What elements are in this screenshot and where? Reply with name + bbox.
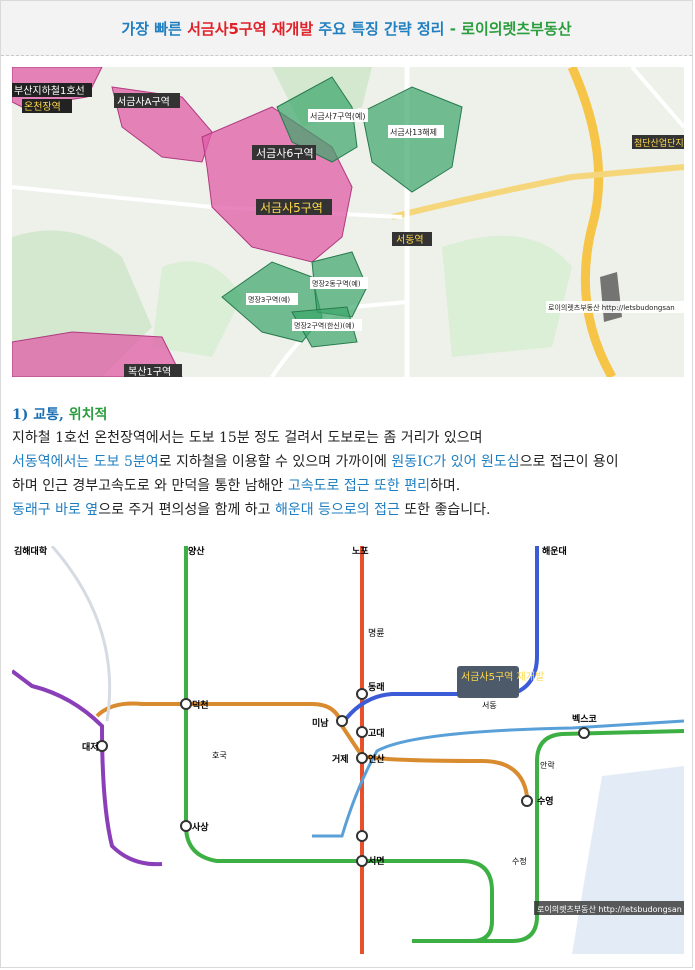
label-oncheonjang: 온천장역 [22,99,72,113]
label-myeongjang-3: 명장3구역(예) [246,293,298,305]
text-span: 으로 주거 편의성을 함께 하고 [98,502,271,518]
label-seogeumsa-13: 서금사13해제 [388,125,444,138]
map2-watermark: 로이의렛츠부동산 http://letsbudongsan [534,901,684,915]
station-daejeo: 대저 [82,741,99,753]
label-seogeumsa-7: 서금사7구역(예) [308,109,368,122]
heading-number: 1) 교통, [12,407,64,423]
highlight-haeundae: 해운대 등으로의 접근 [275,502,400,518]
svg-text:복산1구역: 복산1구역 [128,366,171,377]
station-suyeong: 수영 [537,795,554,807]
station-sujeong: 수정 [512,856,527,866]
station-anrak: 안락 [540,760,555,770]
station-hoguk: 호국 [212,751,227,760]
title-part-1: 가장 빠른 [121,19,182,38]
text-span: 하며. [430,478,461,494]
station-dongnae: 동래 [368,681,385,693]
station-seomyeon: 서면 [368,855,385,867]
station-sasang: 사상 [192,821,209,833]
svg-text:첨단산업단지: 첨단산업단지 [634,138,684,149]
highlight-highway: 고속도로 접근 또한 편리 [287,478,431,494]
paragraph-line-4: 동래구 바로 옆으로 주거 편의성을 함께 하고 해운대 등으로의 접근 또한 … [12,498,688,522]
station-myeongnyun: 명륜 [368,628,385,639]
svg-text:서금사A구역: 서금사A구역 [117,96,170,108]
paragraph-line-2: 서동역에서는 도보 5분여로 지하철을 이용할 수 있으며 가까이에 원동IC가… [12,450,688,474]
station-deokcheon: 덕천 [192,700,209,711]
label-seodong-station: 서동역 [392,232,432,246]
subway-map[interactable]: 노포 양산 해운대 김해대학 덕천 미남 동래 수영 연산 서면 사상 거제 벡… [12,546,684,954]
title-part-3: 주요 특징 간략 정리 [318,19,445,38]
station-geoje: 거제 [332,753,349,765]
paragraph-line-3: 하며 인근 경부고속도로 와 만덕을 통한 남해안 고속도로 접근 또한 편리하… [12,474,688,498]
svg-text:서금사5구역: 서금사5구역 [260,201,323,215]
label-seogeumsa-5: 서금사5구역 [256,199,332,215]
svg-text:로이의렛츠부동산 http://letsbudongsan: 로이의렛츠부동산 http://letsbudongsan [548,303,675,312]
svg-text:서금사7구역(예): 서금사7구역(예) [310,111,366,121]
label-boksan-1: 복산1구역 [124,364,182,377]
svg-text:서동역: 서동역 [396,234,424,246]
station-nopo: 노포 [352,546,369,557]
svg-text:서금사5구역 재개발: 서금사5구역 재개발 [461,671,544,683]
highlight-wondong: 원동IC가 있어 원도심 [391,454,520,470]
label-myeongjang-2dong: 명장2동구역(예) [310,277,368,289]
label-seogeumsa-a: 서금사A구역 [114,93,180,108]
station-gimhae: 김해대학 [14,546,48,557]
paragraph-line-1: 지하철 1호선 온천장역에서는 도보 15분 정도 걸려서 도보로는 좀 거리가… [12,430,483,446]
text-span: 으로 접근이 용이 [519,454,619,470]
svg-text:서금사6구역: 서금사6구역 [256,147,314,160]
text-span: 하며 인근 경부고속도로 와 만덕을 통한 남해안 [12,478,284,494]
svg-text:서금사13해제: 서금사13해제 [390,127,437,137]
station-haeundae: 해운대 [542,546,567,557]
station-seodong: 서동 [482,701,497,710]
text-span: 또한 좋습니다. [404,502,491,518]
highlight-dongnae: 동래구 바로 옆 [12,502,99,518]
svg-text:명장2동구역(예): 명장2동구역(예) [312,279,361,288]
label-myeongjang-2: 명장2구역(한신)(예) [292,319,362,331]
section-heading: 1) 교통, 위치적 [12,404,107,424]
post-title: 가장 빠른 서금사5구역 재개발 주요 특징 간략 정리 - 로이의렛츠부동산 [1,1,692,56]
label-busan-line1: 부산지하철1호선 [12,83,92,97]
svg-text:부산지하철1호선: 부산지하철1호선 [14,84,85,97]
station-yeonsan: 연산 [368,753,385,765]
redevelopment-map[interactable]: 부산지하철1호선 온천장역 서금사A구역 서금사7구역(예) 서금사13해제 서… [12,67,684,377]
svg-text:온천장역: 온천장역 [24,101,61,113]
title-part-4: - 로이의렛츠부동산 [449,19,572,38]
redevelopment-marker: 서금사5구역 재개발 [457,666,544,698]
label-seogeumsa-6: 서금사6구역 [252,145,316,160]
text-span: 로 지하철을 이용할 수 있으며 가까이에 [158,454,387,470]
svg-text:명장3구역(예): 명장3구역(예) [248,295,290,304]
station-minam: 미남 [312,717,329,729]
svg-text:로이의렛츠부동산 http://letsbudongsan: 로이의렛츠부동산 http://letsbudongsan [537,904,682,914]
station-godae: 고대 [368,727,385,739]
map1-watermark: 로이의렛츠부동산 http://letsbudongsan [546,301,684,313]
heading-text: 위치적 [68,407,108,423]
station-bexco: 벡스코 [572,713,597,725]
section-paragraph: 지하철 1호선 온천장역에서는 도보 15분 정도 걸려서 도보로는 좀 거리가… [12,426,688,522]
label-cheongdan: 첨단산업단지 [632,135,684,149]
svg-text:명장2구역(한신)(예): 명장2구역(한신)(예) [294,321,355,330]
highlight-seodong: 서동역에서는 도보 5분여 [12,454,159,470]
station-yangsan: 양산 [188,546,205,557]
title-part-2: 서금사5구역 재개발 [187,19,314,38]
